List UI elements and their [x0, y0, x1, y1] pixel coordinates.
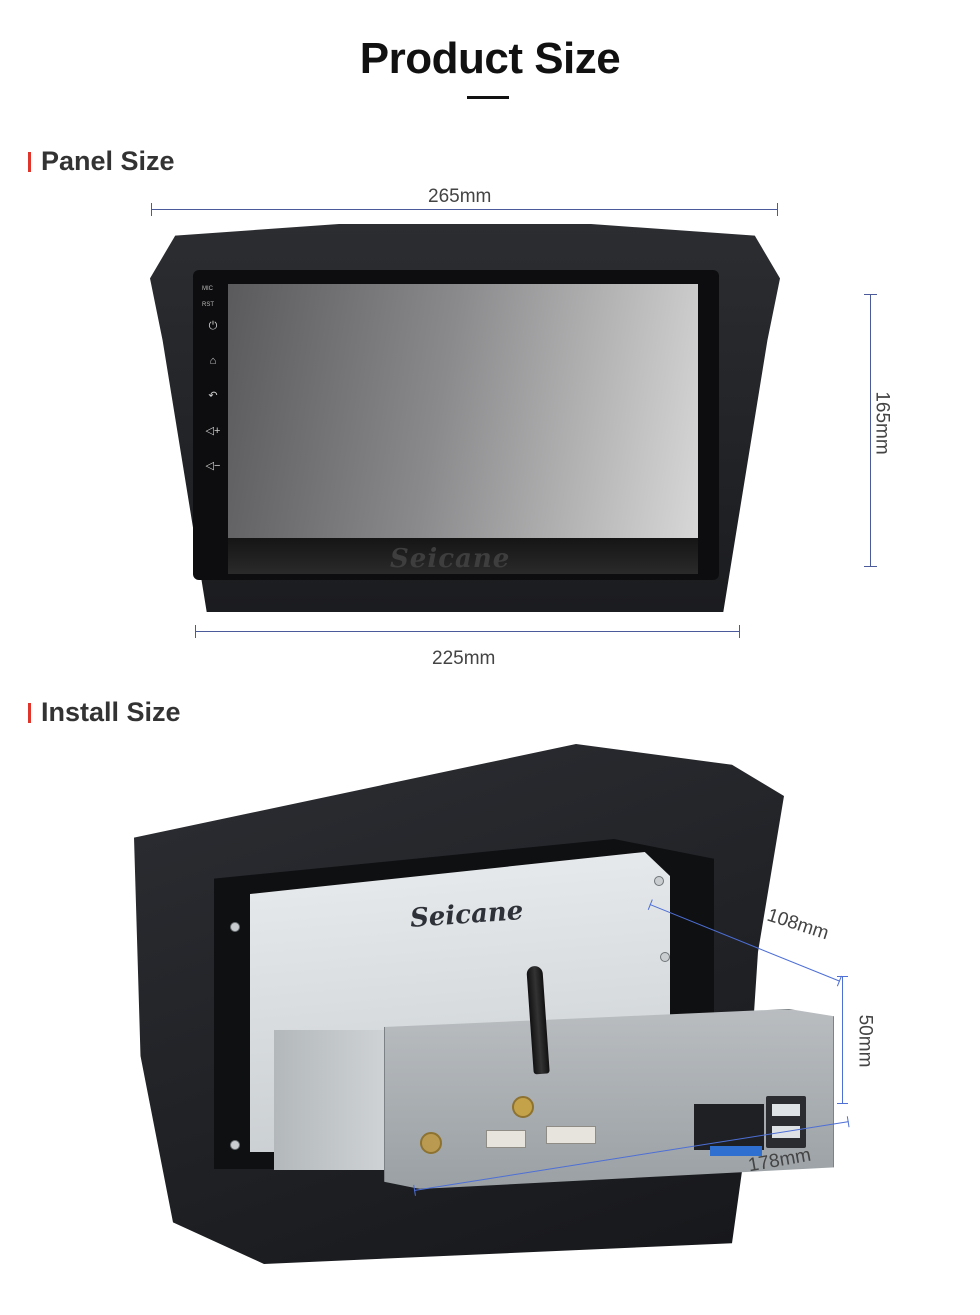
power-icon: ⏻	[208, 320, 218, 332]
panel-side-buttons: MIC RST ⏻ ⌂ ↶ ◁+ ◁−	[202, 286, 224, 494]
title-underline	[467, 96, 509, 99]
home-icon: ⌂	[209, 355, 217, 367]
panel-width-top-line	[151, 203, 778, 216]
install-size-label: Install Size	[41, 697, 181, 727]
gps-connector-icon	[512, 1096, 534, 1118]
screw-icon	[660, 952, 670, 962]
heading-accent-bar	[28, 151, 31, 172]
back-icon: ↶	[208, 390, 218, 402]
unit-side-box	[274, 1030, 392, 1170]
volume-up-icon: ◁+	[205, 425, 221, 437]
panel-width-bottom-line	[195, 625, 740, 638]
page-title: Product Size	[359, 34, 621, 83]
panel-height-line	[864, 294, 877, 567]
wiring-connector	[486, 1130, 526, 1148]
panel-height-label: 165mm	[871, 391, 893, 455]
panel-screen	[228, 284, 698, 552]
panel-width-bottom-label: 225mm	[432, 648, 496, 669]
install-height-label: 50mm	[854, 1014, 876, 1068]
install-image: Seicane	[134, 744, 834, 1264]
wiring-connector	[546, 1126, 596, 1144]
panel-size-label: Panel Size	[41, 146, 175, 176]
panel-width-top-label: 265mm	[428, 186, 492, 207]
usb-ports-icon	[766, 1096, 806, 1148]
rst-label: RST	[202, 302, 214, 308]
screw-icon	[654, 876, 664, 886]
panel-brand-logo: Seicane	[390, 544, 511, 574]
install-height-line	[837, 976, 848, 1104]
heading-accent-bar	[28, 702, 31, 723]
volume-down-icon: ◁−	[205, 460, 221, 472]
mic-label: MIC	[202, 286, 213, 292]
fuse-icon	[710, 1146, 762, 1156]
panel-size-heading: Panel Size	[28, 146, 175, 177]
install-size-heading: Install Size	[28, 697, 181, 728]
panel-screen-bottom	[228, 538, 698, 574]
main-connector	[694, 1104, 764, 1150]
screw-icon	[230, 1140, 240, 1150]
radio-connector-icon	[420, 1132, 442, 1154]
screw-icon	[230, 922, 240, 932]
panel-image: Seicane MIC RST ⏻ ⌂ ↶ ◁+ ◁−	[150, 224, 780, 612]
